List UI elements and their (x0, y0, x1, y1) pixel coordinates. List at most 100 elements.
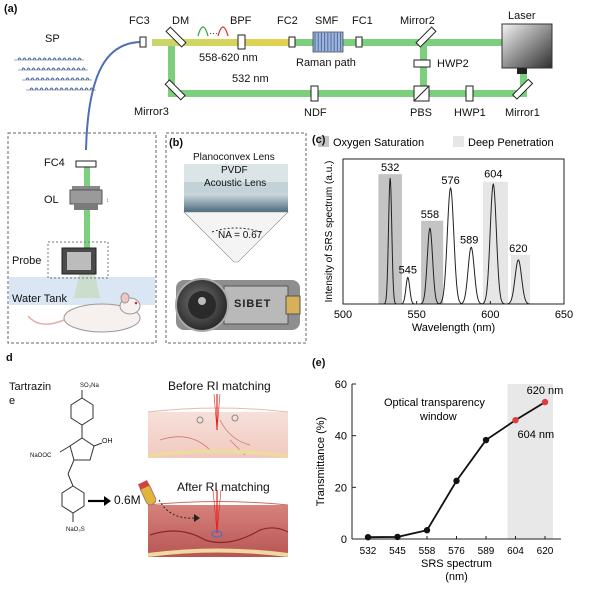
label-ndf: NDF (304, 107, 327, 119)
smf-coil (312, 31, 344, 53)
label-pvdf: PVDF (221, 165, 248, 176)
sp-spectra-icon (14, 57, 96, 91)
fc4-connector (75, 160, 97, 168)
label-fc2: FC2 (277, 15, 298, 27)
peak-label-545: 545 (399, 265, 417, 277)
label-532nm: 532 nm (232, 73, 269, 85)
panel-label-d: d (6, 352, 13, 364)
chart-c-frame (342, 158, 565, 305)
label-laser: Laser (508, 10, 536, 22)
peak-576 (438, 186, 463, 305)
point-604 (512, 416, 519, 424)
panel-label-c: (c) (312, 134, 326, 146)
peak-label-620: 620 (509, 243, 527, 255)
label-mirror2: Mirror2 (400, 15, 435, 27)
mirror2 (415, 26, 437, 48)
bpf-filter (237, 34, 246, 50)
peak-label-558: 558 (421, 209, 439, 221)
label-planoconvex: Planoconvex Lens (193, 152, 275, 163)
peak-604 (481, 182, 506, 305)
beam-left (168, 39, 175, 97)
peak-label-532: 532 (381, 162, 399, 174)
objective-lens-icon: ↕ (69, 186, 109, 210)
panel-label-b: (b) (169, 137, 184, 149)
peak-558 (418, 227, 442, 305)
label-fc3: FC3 (129, 15, 150, 27)
mouse-icon (27, 292, 141, 333)
legend-swatch-oxygen (318, 136, 329, 147)
transparency-window (507, 384, 553, 539)
fiber-cable (85, 41, 143, 151)
panel-label-a: (a) (4, 3, 18, 15)
xtick-e-545: 545 (389, 546, 406, 557)
test-tube-icon (137, 480, 157, 506)
legend-swatch-deep (453, 136, 464, 147)
dm-mirror (165, 26, 187, 48)
band-0 (378, 174, 402, 304)
panel-label-e: (e) (312, 357, 326, 369)
label-acoustic: Acoustic Lens (204, 178, 267, 189)
xtick-e-604: 604 (507, 546, 524, 557)
chart-e-ylabel: Transmittance (%) (315, 417, 327, 506)
beam-vertical (84, 166, 90, 270)
point-label-620: 620 nm (527, 385, 564, 397)
probe-brand: SIBET (234, 298, 272, 310)
fc1-connector (355, 36, 363, 48)
label-pbs: PBS (410, 107, 433, 119)
peak-label-576: 576 (441, 175, 459, 187)
xtick-e-532: 532 (360, 546, 377, 557)
peak-620 (506, 259, 531, 305)
band-3 (510, 254, 531, 304)
svg-text:…: … (209, 26, 218, 36)
green-spectrum-icon (197, 26, 209, 37)
skin-after-illustration (147, 489, 289, 557)
beam-bottom (170, 90, 527, 97)
legend-label-deep: Deep Penetration (468, 137, 554, 149)
molecule-structure (59, 390, 103, 522)
label-hwp1: HWP1 (454, 107, 486, 119)
mirror3 (164, 79, 186, 101)
beam-dm-bpf (152, 39, 297, 46)
ri-conc: 0.6M (114, 493, 141, 507)
molecule-so3na-top: SO₃Na (80, 383, 99, 389)
label-mirror3: Mirror3 (134, 106, 169, 118)
xtick-c-550: 550 (407, 309, 425, 321)
annotation-line1: Optical transparency (384, 397, 485, 409)
beam-to-smf (294, 39, 314, 46)
point-532 (364, 533, 372, 541)
label-ol: OL (44, 194, 59, 206)
ytick-e-60: 60 (335, 379, 347, 391)
label-smf: SMF (315, 15, 339, 27)
xtick-c-500: 500 (334, 309, 352, 321)
label-dm: DM (172, 15, 190, 27)
chart-e-xlabel-2: (nm) (445, 571, 468, 583)
label-mirror1: Mirror1 (505, 107, 540, 119)
point-545 (394, 533, 401, 541)
label-hwp2: HWP2 (437, 58, 469, 70)
molecule-naooc: NaOOC (30, 453, 52, 459)
optical-setup: … (14, 23, 553, 151)
xtick-c-600: 600 (481, 309, 499, 321)
point-620 (541, 398, 549, 406)
red-spectrum-icon (217, 26, 229, 37)
point-label-604: 604 nm (518, 429, 555, 441)
fc3-connector (139, 36, 147, 48)
molecule-name: Tartrazin (9, 381, 52, 393)
molecule-oh: OH (102, 438, 113, 445)
beam-pbs-up (420, 39, 427, 97)
mirror1 (511, 78, 534, 100)
ri-after-label: After RI matching (177, 480, 270, 494)
ndf (310, 85, 319, 102)
hwp2 (413, 59, 431, 68)
xtick-e-576: 576 (448, 546, 465, 557)
ri-before-label: Before RI matching (168, 379, 271, 393)
ytick-e-40: 40 (335, 431, 347, 443)
label-sp: SP (45, 33, 60, 45)
hwp1 (465, 85, 474, 102)
label-bpf: BPF (230, 15, 252, 27)
label-na: NA = 0.67 (218, 230, 263, 241)
probe-detail-box (165, 132, 307, 344)
